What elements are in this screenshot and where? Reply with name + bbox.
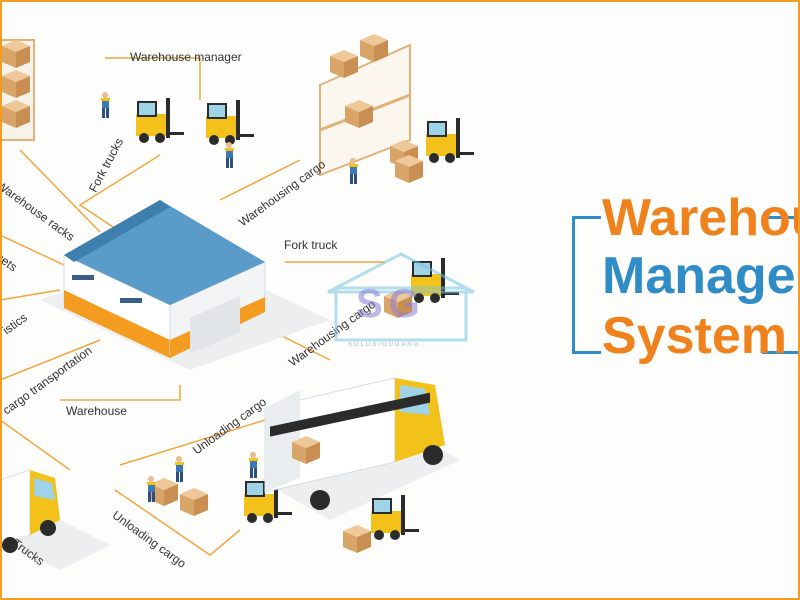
title-line-2: Management (602, 247, 800, 305)
connector-logistics (0, 289, 61, 301)
worker-figure (175, 456, 184, 482)
worker-figure (349, 158, 358, 184)
watermark-letters: SG (356, 282, 426, 326)
label-warehouse: Warehouse (66, 404, 127, 418)
connector-assets (0, 234, 65, 266)
delivery-truck (264, 377, 445, 510)
warehouse-window (72, 275, 94, 280)
title-block: Warehouse Management System (572, 188, 800, 388)
warehouse-window (120, 298, 142, 303)
label-warehouse-manager: Warehouse manager (130, 50, 242, 64)
warehouse-building (63, 200, 266, 358)
warehouse-racks (0, 39, 35, 141)
forklift (370, 494, 420, 541)
forklift (135, 97, 185, 144)
connector-manager (105, 57, 201, 100)
title-bracket (572, 216, 601, 354)
small-truck (0, 469, 60, 553)
connector-trucks (0, 419, 71, 471)
forklift (425, 117, 475, 164)
label-fork-truck: Fork truck (284, 238, 338, 252)
connector-warehouse (60, 385, 181, 401)
forklift (205, 99, 255, 146)
connector-unloading-bottom (114, 489, 241, 556)
warehouse-manager-figure (101, 92, 110, 118)
worker-figure (225, 142, 234, 168)
title-bracket-right (762, 216, 800, 354)
title-line-3: System (602, 307, 787, 365)
cargo-rack (319, 34, 423, 183)
connector-unloading-top (119, 419, 266, 466)
title-line-1: Warehouse (602, 189, 800, 247)
worker-figure (249, 452, 258, 478)
connector-racks (19, 149, 101, 233)
watermark-text: SOLUSIGUDANG (348, 342, 421, 348)
connector-warehousing-top (219, 159, 301, 201)
watermark-logo (327, 252, 475, 342)
connector-cargo-trans (0, 339, 101, 381)
